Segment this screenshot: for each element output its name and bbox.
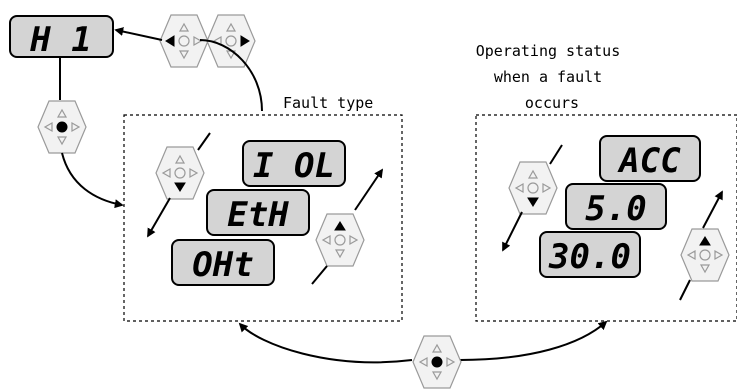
status-display-2: 5.0: [565, 183, 667, 230]
fault-type-box: [123, 114, 403, 322]
status-display-2-text: 5.0: [585, 189, 646, 229]
fault-display-1: I OL: [242, 140, 346, 187]
status-display-3-text: 30.0: [548, 237, 631, 277]
arrow-down-left-stub: [197, 132, 211, 151]
up-key-icon-right[interactable]: [680, 228, 730, 282]
operating-status-label-line3: occurs: [525, 94, 579, 112]
left-key-icon[interactable]: [159, 14, 209, 68]
up-key-icon-left[interactable]: [315, 213, 365, 267]
down-key-icon-right[interactable]: [508, 161, 558, 215]
status-display-3: 30.0: [539, 231, 641, 278]
down-key-icon-left[interactable]: [155, 146, 205, 200]
fault-display-2: EtH: [206, 189, 310, 236]
arrow-bottom-to-status-box: [459, 320, 608, 361]
arrow-into-top-display: [114, 27, 163, 41]
enter-key-icon-bottom[interactable]: [412, 335, 462, 389]
fault-display-3: OHt: [171, 239, 275, 286]
top-display-text: H 1: [29, 20, 91, 60]
fault-display-1-text: I OL: [253, 146, 335, 186]
arrow-up-right: [702, 190, 723, 229]
top-display: H 1: [9, 15, 114, 60]
arrow-up-right-stub: [679, 279, 691, 301]
fault-display-3-text: OHt: [192, 245, 253, 285]
fault-type-label: Fault type: [283, 94, 373, 112]
enter-key-icon-left[interactable]: [37, 100, 87, 154]
arrow-down-right: [502, 211, 523, 252]
arrow-down-right-stub: [549, 144, 563, 165]
return-arrow-to-top: [199, 39, 263, 112]
arrow-enter-to-faults: [61, 152, 124, 209]
status-display-1: ACC: [599, 135, 701, 182]
arrow-bottom-to-fault-box: [238, 322, 413, 364]
arrow-down-left: [147, 197, 171, 238]
status-display-1-text: ACC: [617, 141, 681, 181]
arrow-up-left-stub: [311, 265, 328, 285]
right-key-icon[interactable]: [206, 14, 256, 68]
fault-display-2-text: EtH: [227, 195, 289, 235]
operating-status-box: [475, 114, 737, 322]
operating-status-label-line2: when a fault: [494, 68, 602, 86]
arrow-up-left: [354, 168, 384, 211]
operating-status-label-line1: Operating status: [476, 42, 621, 60]
